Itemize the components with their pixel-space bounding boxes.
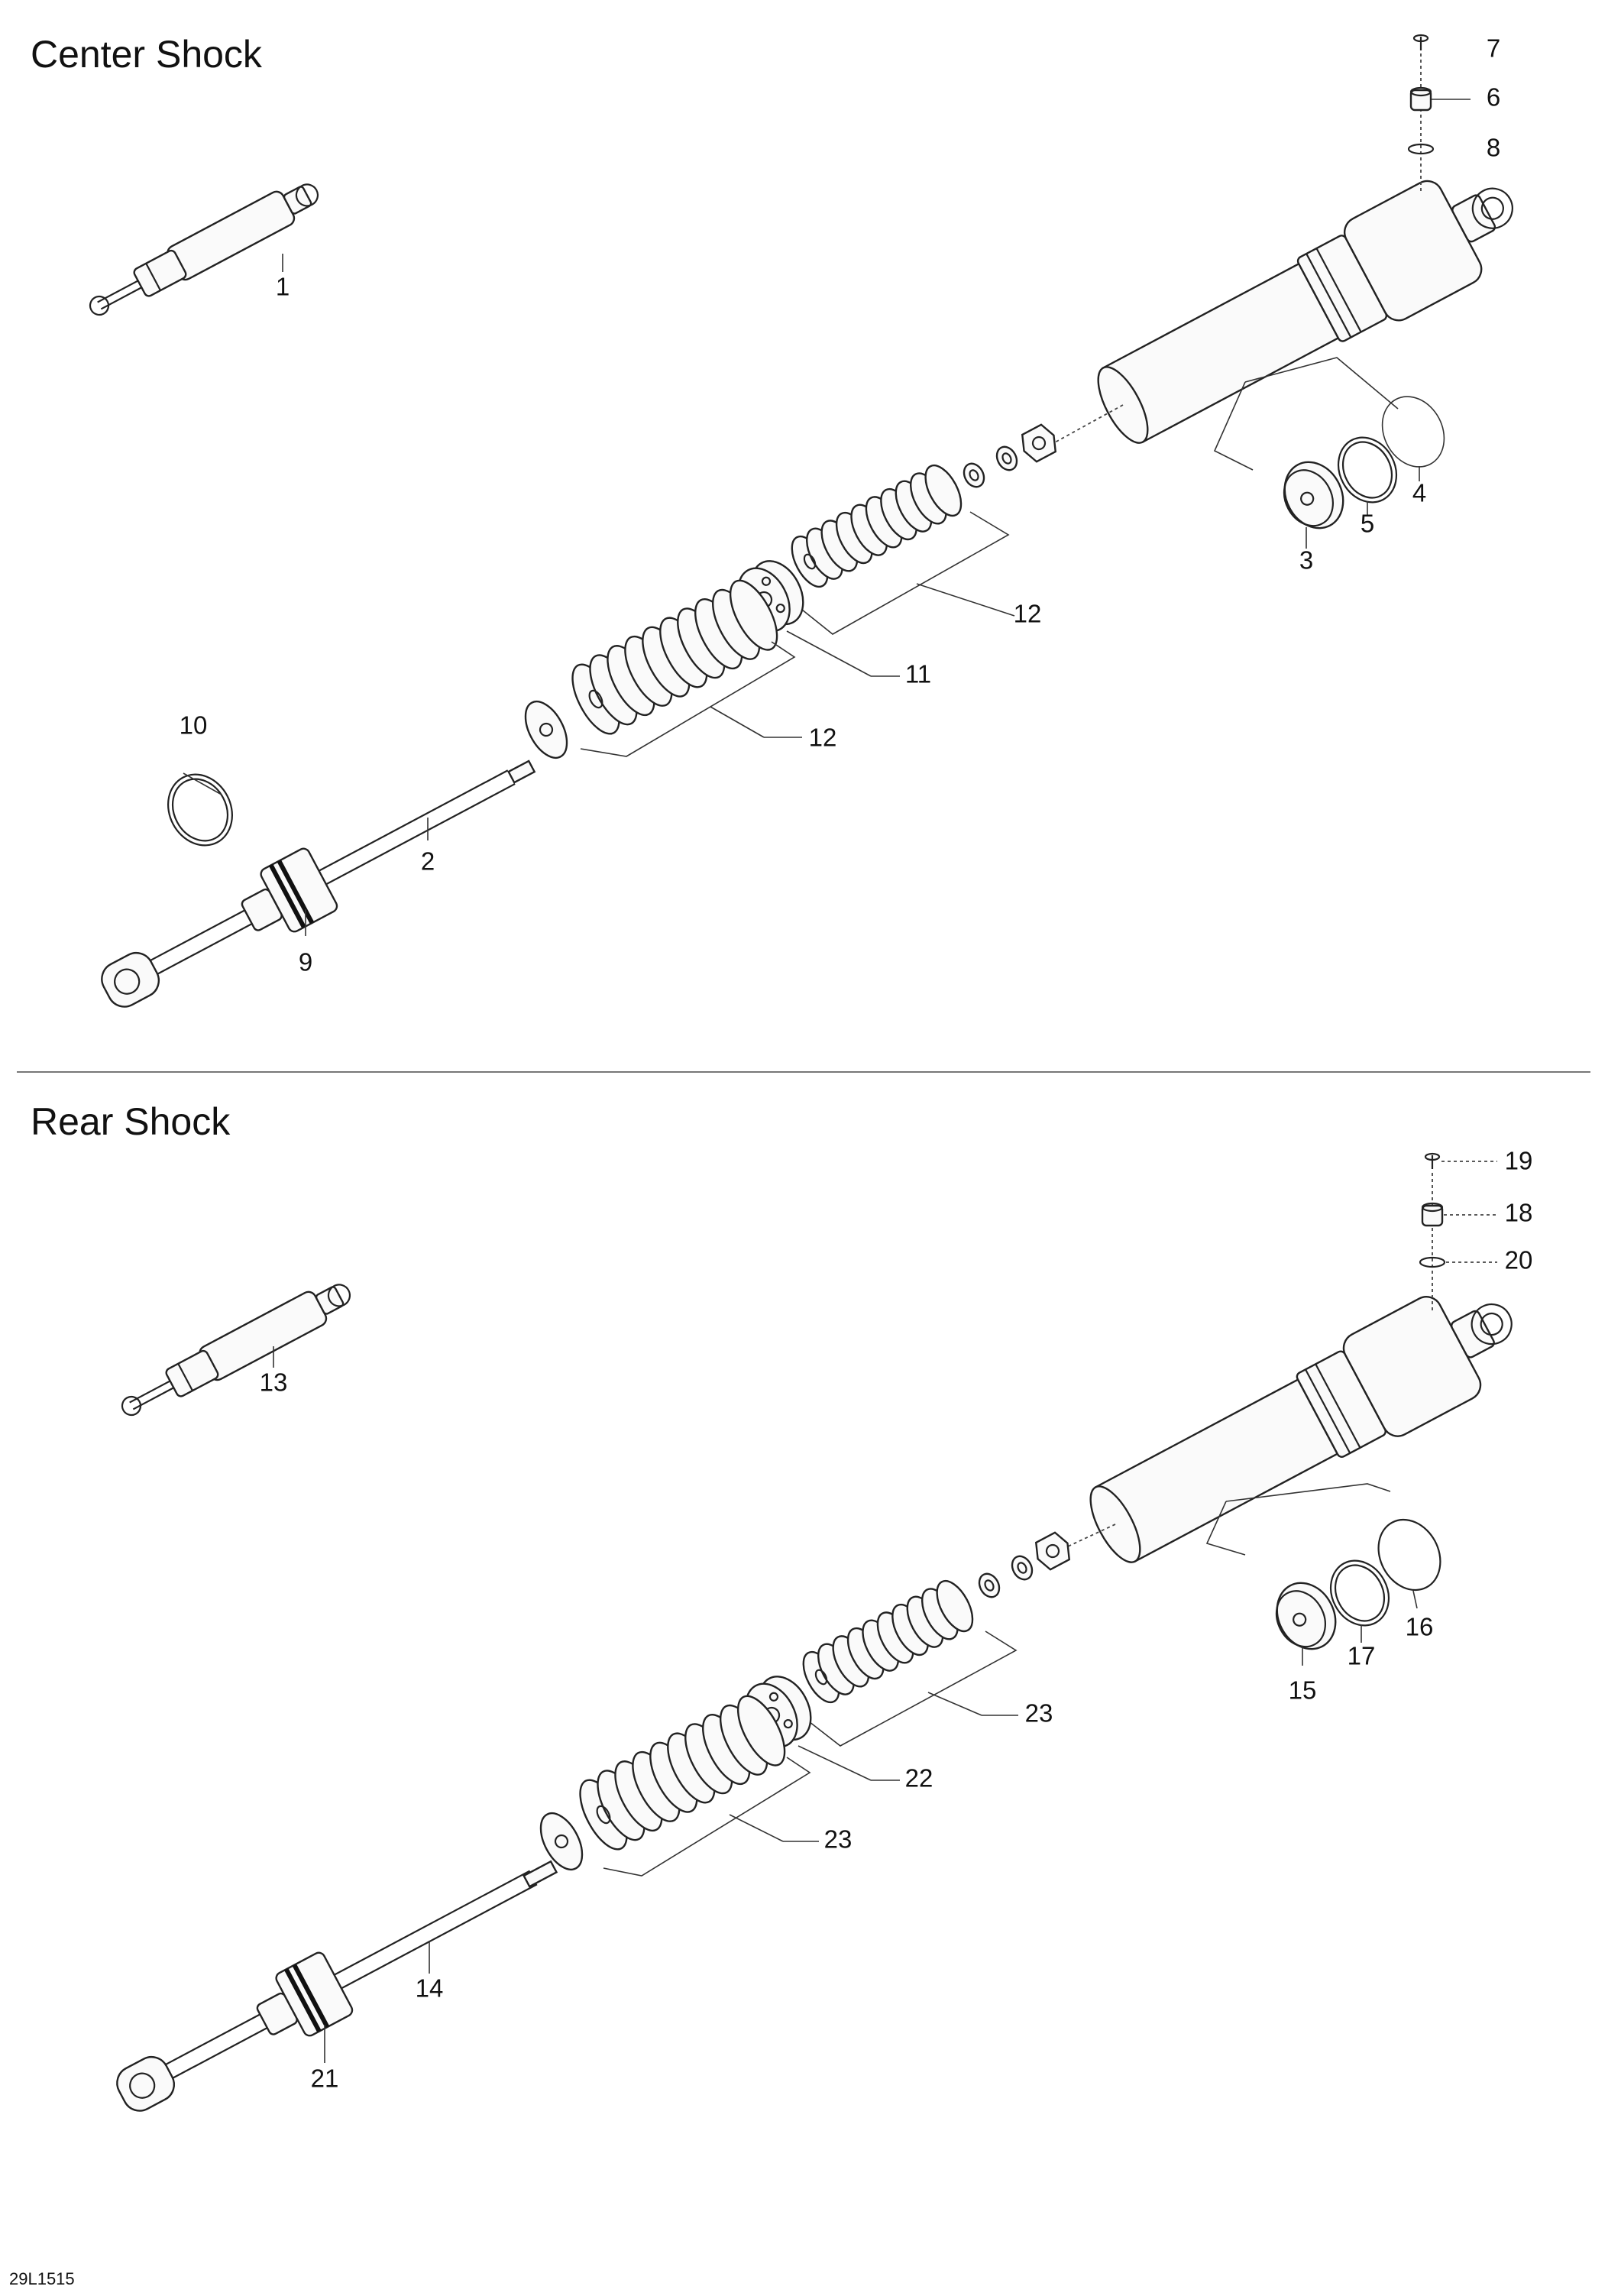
callout-23-upper: 23 xyxy=(1025,1699,1053,1728)
valve-icon xyxy=(1283,461,1344,529)
seal-ring-icon xyxy=(167,773,233,847)
callout-20: 20 xyxy=(1505,1246,1533,1274)
washer-icon xyxy=(978,1572,1001,1598)
bumper-cap-icon xyxy=(524,701,568,759)
bumper-cap-icon xyxy=(1409,86,1432,112)
callout-1: 1 xyxy=(276,273,290,301)
callout-15: 15 xyxy=(1289,1676,1317,1705)
bumper-cap-icon xyxy=(1421,1202,1444,1227)
piston-rod-icon xyxy=(101,759,536,1008)
nut-icon xyxy=(1034,1531,1071,1571)
callout-6: 6 xyxy=(1487,83,1500,112)
callout-14: 14 xyxy=(416,1974,444,2003)
callout-3: 3 xyxy=(1299,546,1313,575)
rear-shock-section: Rear Shock xyxy=(31,1100,1533,2112)
section-title-center-shock: Center Shock xyxy=(31,33,263,76)
callout-13: 13 xyxy=(260,1368,288,1397)
callout-17: 17 xyxy=(1348,1642,1376,1670)
callout-18: 18 xyxy=(1505,1199,1533,1227)
callout-19: 19 xyxy=(1505,1147,1533,1175)
section-title-rear-shock: Rear Shock xyxy=(31,1100,231,1143)
snap-ring-icon xyxy=(1329,1559,1390,1627)
callout-4: 4 xyxy=(1412,479,1426,507)
shock-assembly-icon xyxy=(121,1284,351,1417)
callout-10: 10 xyxy=(180,711,208,740)
callout-9: 9 xyxy=(299,948,312,976)
center-shock-section: Center Shock xyxy=(31,33,1513,1008)
wear-band-icon xyxy=(183,772,222,795)
nut-icon xyxy=(1021,423,1057,463)
ring-icon xyxy=(1419,1256,1446,1268)
washer-icon xyxy=(995,445,1018,471)
o-ring-icon xyxy=(1377,1518,1441,1592)
washer-icon xyxy=(963,462,985,488)
shock-body-icon xyxy=(1097,180,1513,444)
o-ring-icon xyxy=(1381,396,1445,468)
callout-21: 21 xyxy=(311,2064,339,2093)
ring-icon xyxy=(1407,143,1435,155)
callout-12-upper: 12 xyxy=(1014,600,1042,628)
washer-icon xyxy=(1011,1555,1034,1581)
callout-22: 22 xyxy=(905,1764,933,1792)
callout-5: 5 xyxy=(1361,510,1374,538)
shock-body-icon xyxy=(1089,1296,1513,1563)
snap-ring-icon xyxy=(1337,436,1398,504)
callout-12-lower: 12 xyxy=(809,724,837,752)
spring-stack-icon xyxy=(571,579,778,735)
spring-stack-icon xyxy=(802,1579,974,1704)
drawing-code: 29L1515 xyxy=(9,2269,75,2288)
spring-stack-icon xyxy=(579,1695,786,1851)
screw-icon xyxy=(1412,34,1429,50)
callout-11: 11 xyxy=(905,660,931,688)
callout-16: 16 xyxy=(1406,1613,1434,1641)
callout-23-lower: 23 xyxy=(824,1825,853,1854)
piston-rod-icon xyxy=(116,1860,558,2112)
bumper-cap-icon xyxy=(539,1812,584,1870)
shock-assembly-icon xyxy=(89,183,319,316)
callout-7: 7 xyxy=(1487,34,1500,63)
spring-stack-icon xyxy=(791,464,963,588)
callout-2: 2 xyxy=(421,847,435,876)
callout-8: 8 xyxy=(1487,134,1500,162)
screw-icon xyxy=(1424,1152,1441,1169)
valve-icon xyxy=(1275,1582,1337,1650)
